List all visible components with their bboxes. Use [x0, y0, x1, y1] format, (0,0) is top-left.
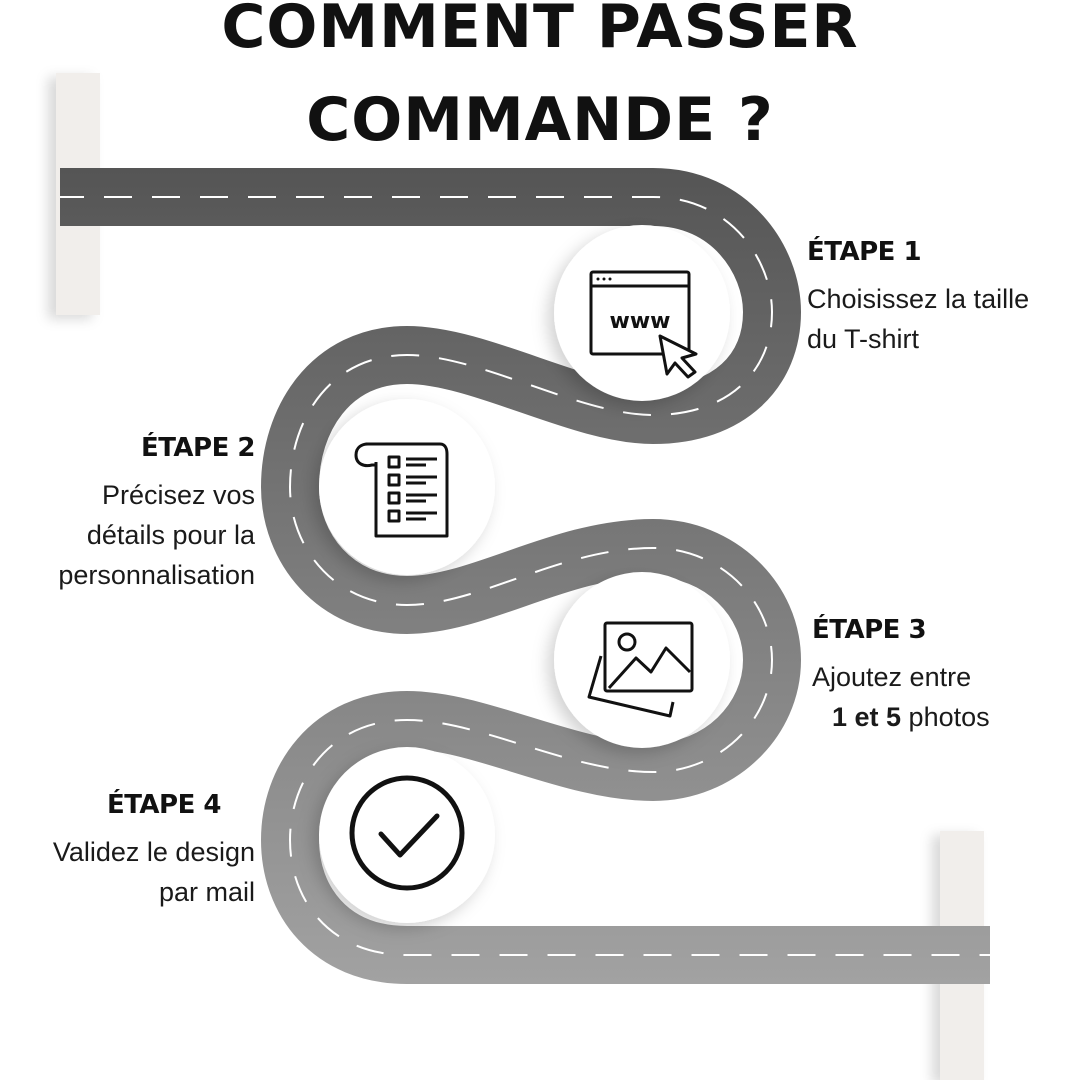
checkmark-circle-icon	[349, 775, 465, 891]
page-title-line-2: COMMANDE ?	[306, 85, 774, 155]
step-4-heading: ÉTAPE 4	[106, 790, 222, 820]
step-4-line-1: Validez le design	[52, 836, 255, 867]
step-4-line-2: par mail	[158, 876, 255, 907]
web-browser-icon: www	[589, 270, 698, 379]
checklist-document-icon	[354, 442, 449, 538]
page-title-line-1: COMMENT PASSER	[221, 0, 859, 62]
step-3-photo-count: 1 et 5	[832, 701, 902, 732]
step-4-description: Validez le design par mail	[53, 832, 255, 912]
step-2-line-1: Précisez vos	[101, 479, 255, 510]
step-2-line-2: détails pour la	[86, 519, 255, 550]
step-1: ÉTAPE 1 Choisissez la taille du T-shirt	[807, 238, 1029, 359]
step-2-icon-circle	[319, 399, 495, 575]
step-3-description: Ajoutez entre 1 et 5 photos	[812, 657, 990, 737]
step-1-line-1: Choisissez la taille	[807, 283, 1030, 314]
step-2-heading: ÉTAPE 2	[140, 433, 256, 463]
step-3-line-2: 1 et 5 photos	[812, 697, 990, 737]
step-3-tail: photos	[901, 701, 990, 732]
step-2: ÉTAPE 2 Précisez vos détails pour la per…	[58, 434, 255, 595]
photo-gallery-icon	[587, 621, 694, 718]
www-label: www	[610, 309, 671, 334]
lane-markings	[60, 196, 990, 956]
step-2-line-3: personnalisation	[58, 559, 255, 590]
step-2-description: Précisez vos détails pour la personnalis…	[58, 475, 255, 595]
step-3: ÉTAPE 3 Ajoutez entre 1 et 5 photos	[812, 616, 990, 737]
step-1-heading: ÉTAPE 1	[807, 237, 922, 267]
step-1-description: Choisissez la taille du T-shirt	[807, 279, 1029, 359]
step-3-line-1: Ajoutez entre	[812, 661, 972, 692]
step-1-line-2: du T-shirt	[807, 323, 920, 354]
step-4-icon-circle	[319, 747, 495, 923]
step-4: ÉTAPE 4 Validez le design par mail	[53, 791, 255, 912]
step-3-heading: ÉTAPE 3	[812, 615, 927, 645]
